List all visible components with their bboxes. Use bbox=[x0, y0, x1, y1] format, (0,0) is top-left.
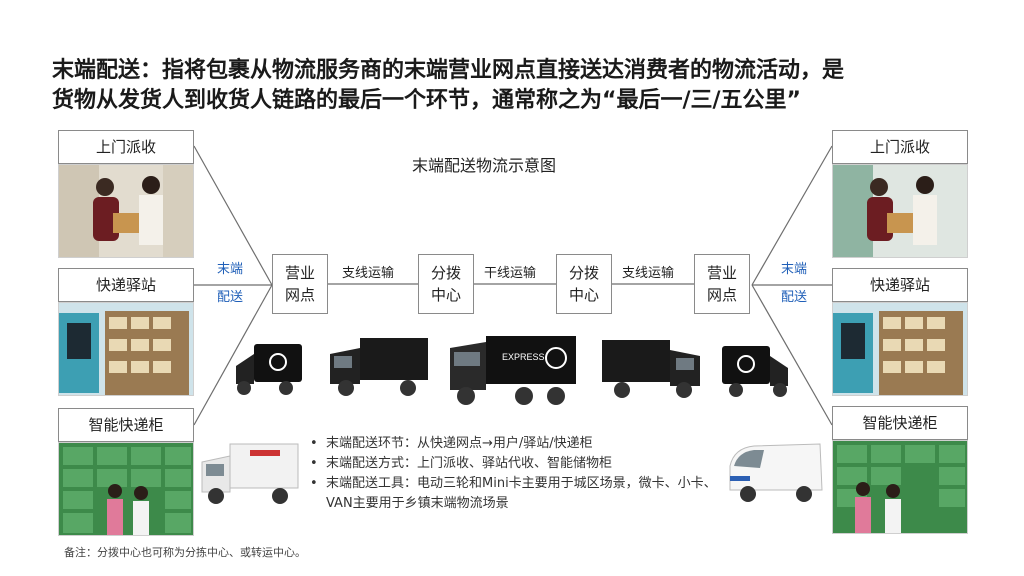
node-distribution-center-right: 分拨 中心 bbox=[556, 254, 612, 314]
node-branch-outlet-right-line-2: 网点 bbox=[706, 286, 737, 304]
node-distribution-center-right-line-2: 中心 bbox=[568, 286, 599, 304]
node-distribution-center-left-line-2: 中心 bbox=[430, 286, 461, 304]
node-branch-outlet-right: 营业 网点 bbox=[694, 254, 750, 314]
side-label-right-line-2: 配送 bbox=[780, 290, 807, 305]
vehicle-electric-tricycle-right bbox=[718, 342, 792, 400]
vehicle-white-box-truck bbox=[200, 440, 300, 506]
bullet-item: 末端配送环节：从快递网点→用户/驿站/快递柜 bbox=[308, 434, 728, 454]
vehicle-mini-truck bbox=[326, 334, 430, 400]
node-branch-outlet-left-line-1: 营业 bbox=[284, 264, 315, 282]
diagram-title: 末端配送物流示意图 bbox=[412, 156, 557, 175]
node-distribution-center-left-line-1: 分拨 bbox=[430, 264, 461, 282]
left-photo-door-delivery bbox=[58, 164, 194, 258]
connector-left-bottom bbox=[193, 284, 273, 426]
left-label-pickup-station: 快递驿站 bbox=[58, 268, 194, 302]
right-label-door-delivery: 上门派收 bbox=[832, 130, 968, 164]
side-label-left-line-1: 末端 bbox=[216, 262, 243, 277]
connector-right-bottom bbox=[751, 284, 833, 426]
right-photo-smart-locker bbox=[832, 440, 968, 534]
right-label-smart-locker: 智能快递柜 bbox=[832, 406, 968, 440]
headline-line-1: 末端配送：指将包裹从物流服务商的末端营业网点直接送达消费者的物流活动，是 bbox=[52, 58, 845, 83]
edge-label-branch-transport-left: 支线运输 bbox=[342, 266, 395, 281]
vehicle-semi-truck: EXPRESS bbox=[446, 330, 578, 408]
side-label-left-line-2: 配送 bbox=[216, 290, 243, 305]
edge-label-branch-transport-right: 支线运输 bbox=[622, 266, 675, 281]
node-distribution-center-left: 分拨 中心 bbox=[418, 254, 474, 314]
headline: 末端配送：指将包裹从物流服务商的末端营业网点直接送达消费者的物流活动，是 货物从… bbox=[52, 56, 992, 116]
node-branch-outlet-left-line-2: 网点 bbox=[284, 286, 315, 304]
bullet-item: 末端配送方式：上门派收、驿站代收、智能储物柜 bbox=[308, 454, 728, 474]
left-photo-pickup-station bbox=[58, 302, 194, 396]
side-label-right: 末端 配送 bbox=[772, 256, 816, 312]
left-label-door-delivery: 上门派收 bbox=[58, 130, 194, 164]
truck-logo-text: EXPRESS bbox=[502, 352, 545, 362]
node-branch-outlet-left: 营业 网点 bbox=[272, 254, 328, 314]
vehicle-electric-tricycle-left bbox=[232, 340, 306, 398]
left-label-smart-locker: 智能快递柜 bbox=[58, 408, 194, 442]
vehicle-light-truck bbox=[600, 336, 704, 402]
bullet-list: 末端配送环节：从快递网点→用户/驿站/快递柜 末端配送方式：上门派收、驿站代收、… bbox=[308, 434, 728, 514]
connector-left-top bbox=[193, 145, 273, 286]
connector-right-top bbox=[751, 145, 833, 286]
left-photo-smart-locker bbox=[58, 442, 194, 536]
bullet-item: 末端配送工具：电动三轮和Mini卡主要用于城区场景，微卡、小卡、VAN主要用于乡… bbox=[308, 474, 728, 514]
headline-line-2: 货物从发货人到收货人链路的最后一个环节，通常称之为“最后一/三/五公里” bbox=[52, 88, 801, 113]
right-label-pickup-station: 快递驿站 bbox=[832, 268, 968, 302]
footnote: 备注：分拨中心也可称为分拣中心、或转运中心。 bbox=[64, 546, 306, 559]
right-photo-pickup-station bbox=[832, 302, 968, 396]
node-branch-outlet-right-line-1: 营业 bbox=[706, 264, 737, 282]
vehicle-white-van bbox=[724, 436, 826, 504]
node-distribution-center-right-line-1: 分拨 bbox=[568, 264, 599, 282]
edge-label-trunk-transport: 干线运输 bbox=[484, 266, 537, 281]
right-photo-door-delivery bbox=[832, 164, 968, 258]
side-label-right-line-1: 末端 bbox=[780, 262, 807, 277]
side-label-left: 末端 配送 bbox=[208, 256, 252, 312]
